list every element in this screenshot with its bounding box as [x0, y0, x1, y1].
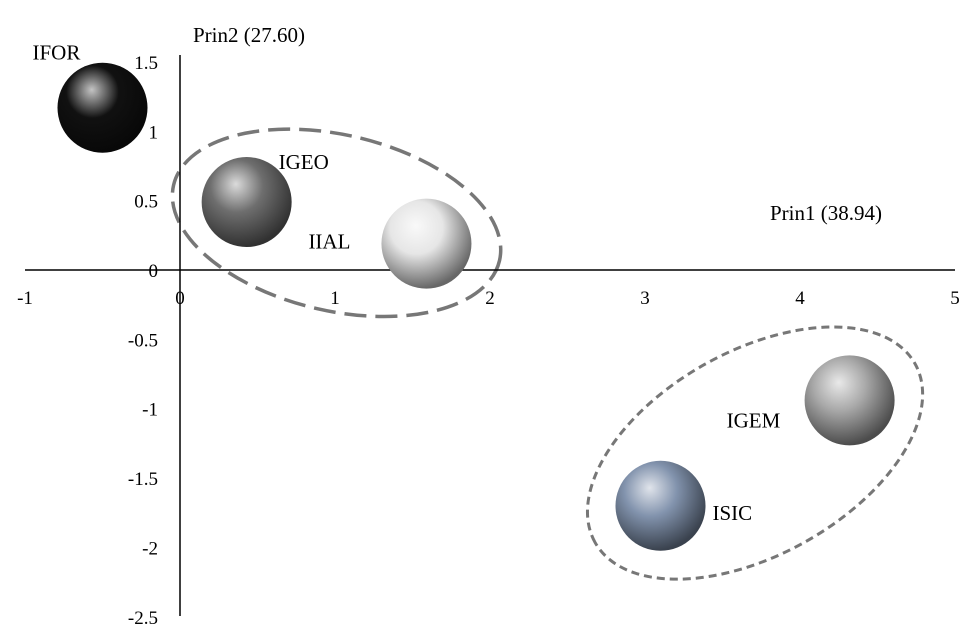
point-label: IIAL — [308, 230, 350, 254]
point-ifor — [57, 62, 148, 153]
y-tick-label: -2.5 — [128, 608, 158, 629]
data-points: IFOR IGEO IIAL IGEM ISIC — [33, 41, 895, 551]
y-tick-label: 0.5 — [134, 192, 158, 213]
y-tick-label: 1 — [149, 122, 159, 143]
y-tick-label: 0 — [149, 261, 159, 282]
point-label: IGEM — [727, 408, 781, 432]
point-iial — [381, 198, 472, 289]
y-tick-label: 1.5 — [134, 53, 158, 74]
point-igem — [804, 355, 895, 446]
y-tick-label: -2 — [142, 538, 158, 559]
cluster-ellipse — [170, 127, 503, 319]
y-tick-label: -1 — [142, 400, 158, 421]
y-axis-title: Prin2 (27.60) — [193, 23, 305, 47]
x-tick-label: 3 — [640, 288, 650, 309]
point-label: ISIC — [713, 501, 753, 525]
cluster-ellipse — [585, 325, 925, 581]
y-tick-label: -1.5 — [128, 469, 158, 490]
x-tick-label: 2 — [485, 288, 495, 309]
x-tick-label: 4 — [795, 288, 805, 309]
x-tick-label: 0 — [175, 288, 185, 309]
point-isic — [615, 460, 706, 551]
cluster-ellipses — [170, 127, 925, 581]
y-tick-label: -0.5 — [128, 330, 158, 351]
point-igeo — [201, 157, 292, 248]
x-tick-label: 5 — [950, 288, 960, 309]
point-label: IGEO — [279, 150, 329, 174]
axes: -1 0 1 2 3 4 5 1.5 1 0.5 0 -0.5 -1 -1.5 -2 -2.5 — [17, 53, 960, 629]
point-label: IFOR — [33, 41, 81, 65]
x-tick-label: 1 — [330, 288, 340, 309]
x-axis-title: Prin1 (38.94) — [770, 201, 882, 225]
x-tick-label: -1 — [17, 288, 33, 309]
